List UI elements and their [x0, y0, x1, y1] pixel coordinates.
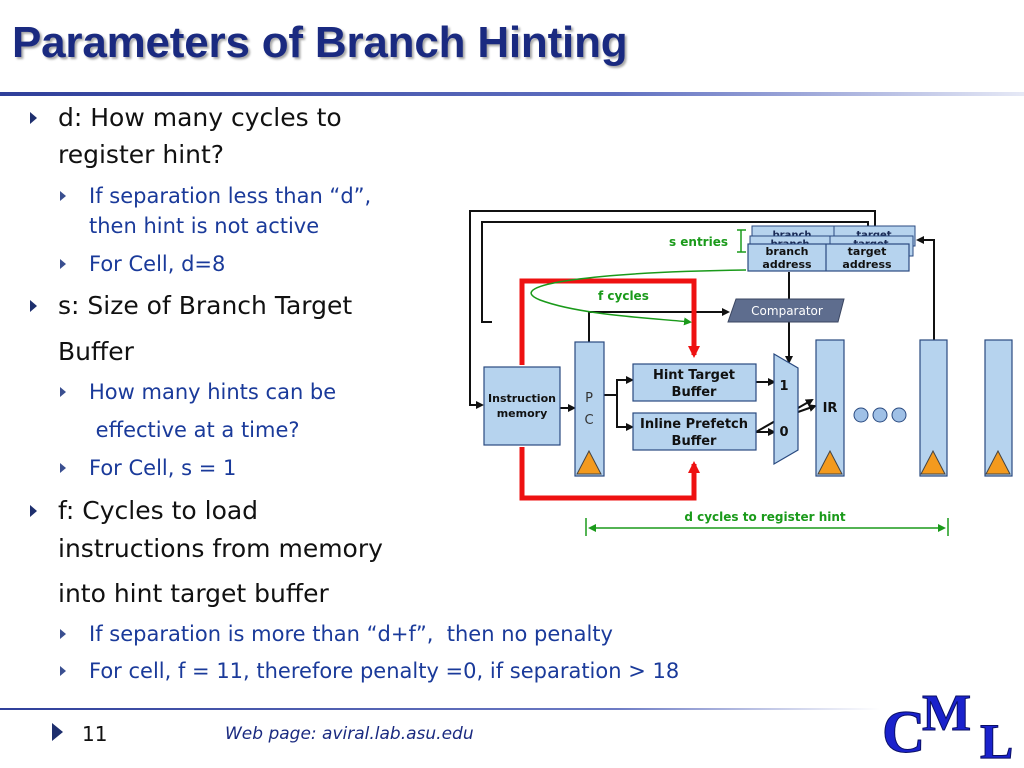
- hint-target-buffer: [632, 363, 757, 402]
- pc-label-c: C: [584, 413, 593, 428]
- d-cycles-dimension: [585, 518, 949, 536]
- instruction-memory-label-1: Instruction: [488, 392, 556, 405]
- comparator: [727, 298, 845, 323]
- sub-bullet-arrow-icon: [60, 191, 66, 201]
- btb-branch-label-1: branch: [766, 245, 809, 258]
- bullet-3-sub-2: For cell, f = 11, therefore penalty =0, …: [89, 659, 680, 683]
- bullet-1-line-1: d: How many cycles to: [58, 103, 342, 132]
- ir-label: IR: [823, 401, 838, 416]
- pc-label-p: P: [585, 391, 593, 406]
- bullet-1-sub-1-line-1: If separation less than “d”,: [89, 184, 372, 208]
- bullet-2-sub-2: For Cell, s = 1: [89, 456, 237, 480]
- bullet-3-line-3: into hint target buffer: [58, 579, 329, 608]
- inline-prefetch-buffer: [632, 412, 757, 451]
- footer-rule: [0, 708, 880, 710]
- hint-target-label-2: Buffer: [672, 385, 718, 400]
- ir-register: [815, 339, 845, 477]
- ellipsis-dot: [891, 407, 907, 423]
- bullet-1-sub-1-line-2: then hint is not active: [89, 214, 320, 238]
- red-path: [519, 278, 700, 501]
- hint-target-label-1: Hint Target: [653, 368, 735, 383]
- bullet-2-line-1: s: Size of Branch Target: [58, 291, 353, 320]
- bullet-arrow-icon: [30, 505, 37, 517]
- clock-triangle-icon: [817, 449, 843, 475]
- clock-triangle-icon: [576, 449, 602, 475]
- title-underline: [0, 92, 1024, 96]
- bullet-arrow-icon: [30, 300, 37, 312]
- bullet-arrow-icon: [30, 112, 37, 124]
- web-page-link[interactable]: Web page: aviral.lab.asu.edu: [225, 724, 474, 744]
- sub-bullet-arrow-icon: [60, 387, 66, 397]
- f-cycles-label: f cycles: [598, 289, 649, 303]
- bullet-3-line-2: instructions from memory: [58, 534, 383, 563]
- bullet-3-sub-1: If separation is more than “d+f”, then n…: [89, 622, 613, 646]
- clock-triangle-icon: [920, 449, 946, 475]
- inline-prefetch-label-1: Inline Prefetch: [640, 417, 748, 432]
- btb-target-label-1: target: [848, 245, 887, 258]
- sub-bullet-arrow-icon: [60, 259, 66, 269]
- instruction-memory-box: [483, 366, 561, 446]
- feedback-lines: [469, 210, 935, 436]
- f-cycles-arc: [530, 269, 747, 326]
- sub-bullet-arrow-icon: [60, 666, 66, 676]
- pipeline-register: [919, 339, 948, 477]
- btb-target-label-2: address: [842, 258, 892, 271]
- logo-letter-c: C: [882, 699, 925, 764]
- sub-bullet-arrow-icon: [60, 463, 66, 473]
- branch-target-buffer: branch target branch target branch addre…: [747, 225, 916, 272]
- bullet-2-sub-1-line-2: effective at a time?: [89, 418, 300, 442]
- logo-letter-m: M: [922, 685, 971, 742]
- bullet-2-sub-1-line-1: How many hints can be: [89, 380, 337, 404]
- mux-input-1: 1: [779, 379, 788, 394]
- s-entries-bracket: [737, 229, 746, 253]
- sub-bullet-arrow-icon: [60, 629, 66, 639]
- comparator-label: Comparator: [751, 304, 823, 318]
- bullet-2-line-2: Buffer: [58, 337, 134, 366]
- bullet-3-line-1: f: Cycles to load: [58, 496, 259, 525]
- clock-triangle-icon: [985, 449, 1011, 475]
- mux-input-0: 0: [779, 425, 788, 440]
- btb-branch-label-2: address: [762, 258, 812, 271]
- s-entries-label: s entries: [669, 235, 728, 249]
- instruction-memory-label-2: memory: [497, 407, 548, 420]
- bullet-1-line-2: register hint?: [58, 140, 225, 169]
- slide-title: Parameters of Branch Hinting: [12, 18, 628, 67]
- d-cycles-label: d cycles to register hint: [684, 510, 846, 524]
- cml-logo: C M L: [882, 685, 1014, 765]
- bullet-1-sub-2: For Cell, d=8: [89, 252, 226, 276]
- logo-letter-l: L: [980, 713, 1013, 764]
- multiplexer: [773, 352, 799, 466]
- ellipsis-dot: [853, 407, 869, 423]
- page-number: 11: [82, 722, 108, 746]
- inline-prefetch-label-2: Buffer: [672, 434, 718, 449]
- footer-arrow-icon: [52, 723, 63, 741]
- ellipsis-dot: [872, 407, 888, 423]
